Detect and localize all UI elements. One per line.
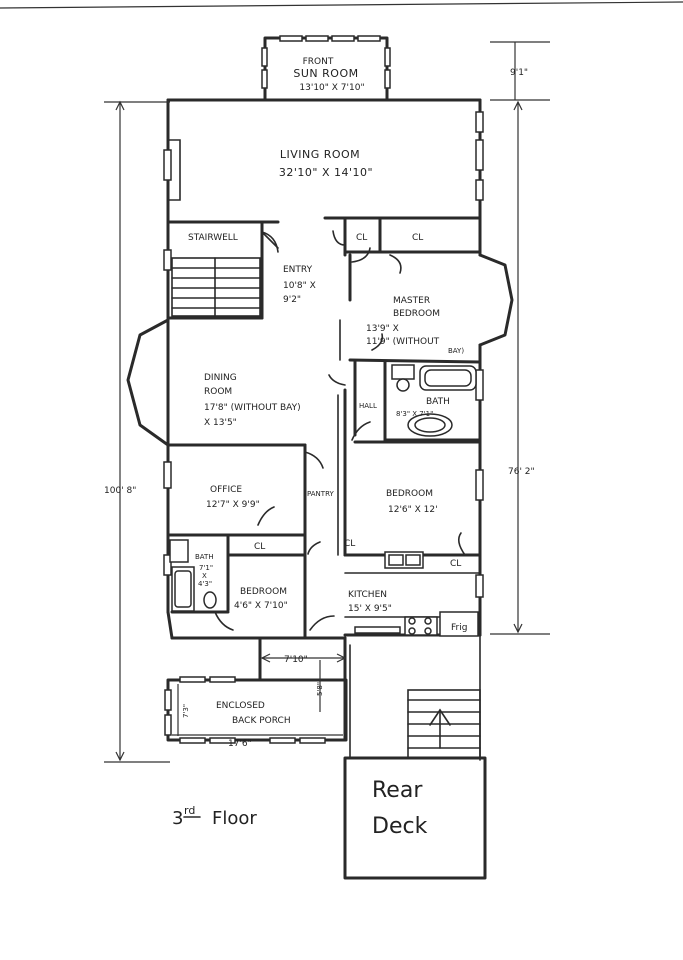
bedroom-2-label: BEDROOM <box>386 489 433 499</box>
bath-1-label: BATH <box>426 397 450 407</box>
master-label-2: BEDROOM <box>393 309 440 319</box>
scan-edge <box>0 1 683 9</box>
master-label-1: MASTER <box>393 296 430 306</box>
living-room-label: LIVING ROOM <box>280 148 360 161</box>
dining-dim-2: X 13'5" <box>204 418 237 428</box>
kitchen-fixtures <box>354 551 479 637</box>
sun-room-label-1: FRONT <box>303 57 334 67</box>
stairwell-stairs <box>171 257 261 317</box>
entry-dim-2: 9'2" <box>283 295 301 305</box>
bath-2-dim-3: 4'3" <box>198 580 212 588</box>
floor-label: 3 rd Floor <box>172 804 257 829</box>
office-label: OFFICE <box>210 485 242 495</box>
entry-dim-1: 10'8" X <box>283 281 316 291</box>
master-dim-2: 11'9" (WITHOUT <box>366 337 440 347</box>
dining-label-2: ROOM <box>204 387 232 397</box>
rear-structures <box>164 634 487 880</box>
bath-2-dim-2: X <box>202 572 207 580</box>
room-labels: FRONT SUN ROOM 13'10" X 7'10" LIVING ROO… <box>188 57 467 839</box>
porch-link-width-dim: 7'10" <box>284 655 308 665</box>
bath-2-label: BATH <box>195 553 214 561</box>
porch-label-2: BACK PORCH <box>232 716 291 726</box>
porch-depth-dim: 7'3" <box>182 704 190 718</box>
frig-label: Frig <box>451 623 467 633</box>
rear-deck-label-2: Deck <box>372 814 428 839</box>
hall-label: HALL <box>359 402 377 410</box>
master-dim-1: 13'9" X <box>366 324 399 334</box>
floor-suffix: rd <box>184 804 195 817</box>
floor-word: Floor <box>212 808 257 829</box>
kitchen-label: KITCHEN <box>348 590 387 600</box>
bath-2-fixtures <box>169 539 217 612</box>
bedroom-3-dim: 4'6" X 7'10" <box>234 601 288 611</box>
dining-dim-1: 17'8" (WITHOUT BAY) <box>204 403 301 413</box>
closet-4-label: CL <box>344 539 355 549</box>
right-length-dim: 76' 2" <box>508 467 535 477</box>
floor-number: 3 <box>172 808 183 829</box>
entry-label: ENTRY <box>283 265 313 275</box>
master-dim-3: BAY) <box>448 347 464 355</box>
bath-1-fixtures <box>391 364 477 437</box>
dimension-labels: 9'1" 100' 8" 76' 2" 7'10" 5'8" 7'3" 17'6… <box>104 68 535 749</box>
rear-deck-label-1: Rear <box>372 778 423 803</box>
closet-5-label: CL <box>450 559 461 569</box>
interior-walls <box>166 216 482 640</box>
porch-label-1: ENCLOSED <box>216 701 265 711</box>
closet-1-label: CL <box>356 233 367 243</box>
bedroom-2-dim: 12'6" X 12' <box>388 505 438 515</box>
office-dim: 12'7" X 9'9" <box>206 500 260 510</box>
sun-room-label-2: SUN ROOM <box>293 67 358 80</box>
stairwell-label: STAIRWELL <box>188 233 238 243</box>
bath-2-dim-1: 7'1" <box>199 564 213 572</box>
overall-length-dim: 100' 8" <box>104 486 136 496</box>
living-room-dim: 32'10" X 14'10" <box>279 166 373 179</box>
closet-3-label: CL <box>254 542 265 552</box>
pantry-label: PANTRY <box>307 490 334 498</box>
porch-link-depth-dim: 5'8" <box>316 682 324 696</box>
bedroom-3-label: BEDROOM <box>240 587 287 597</box>
dining-label-1: DINING <box>204 373 237 383</box>
bath-1-dim: 8'3" X 7'1" <box>396 410 433 418</box>
porch-width-dim: 17'6" <box>228 739 252 749</box>
windows <box>163 111 484 598</box>
dimension-lines <box>104 41 550 763</box>
sunroom-depth-dim: 9'1" <box>510 68 528 78</box>
kitchen-dim: 15' X 9'5" <box>348 604 392 614</box>
door-swings <box>214 230 466 631</box>
closet-2-label: CL <box>412 233 423 243</box>
sun-room-dim: 13'10" X 7'10" <box>299 83 364 93</box>
